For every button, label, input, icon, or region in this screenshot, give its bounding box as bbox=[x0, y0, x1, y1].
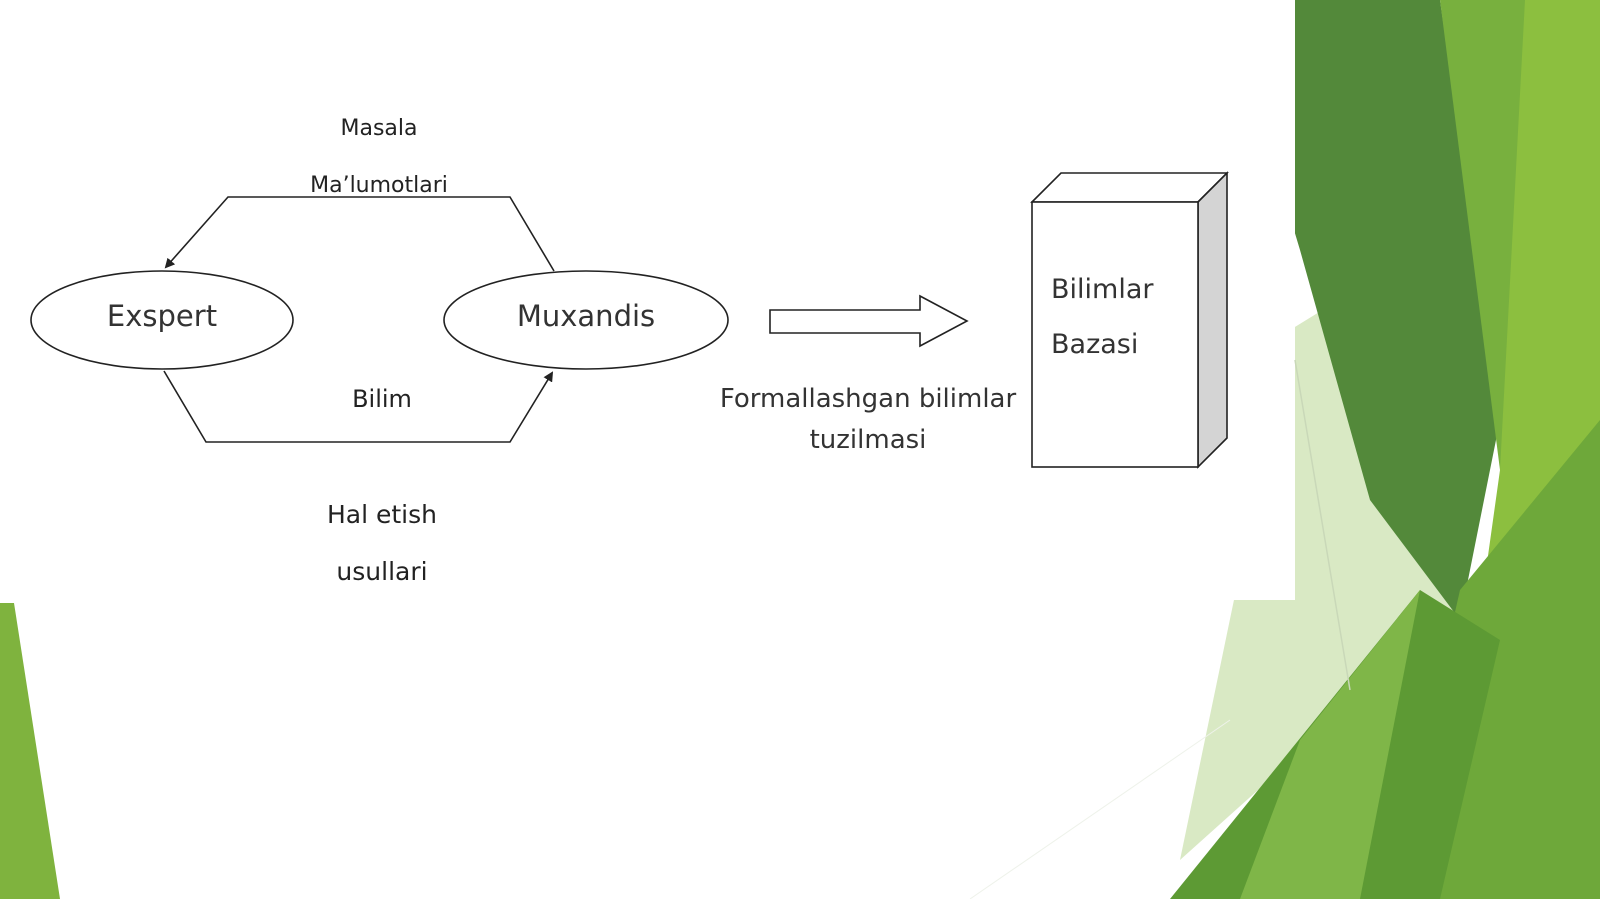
knowledge-base-side-face bbox=[1197, 171, 1228, 469]
knowledge-base-label-line2: Bazasi bbox=[1051, 329, 1139, 360]
methods-label-line2: usullari bbox=[336, 557, 428, 586]
decor-thin-line bbox=[1294, 359, 1351, 691]
problem-label-line1: Masala bbox=[340, 116, 418, 141]
decor-facet-bottom-light bbox=[1240, 590, 1420, 899]
methods-label-line1: Hal etish bbox=[326, 500, 438, 529]
knowledge-base-label-line1: Bilimlar bbox=[1051, 274, 1154, 305]
arrow-expert-to-engineer bbox=[163, 370, 554, 443]
formalization-arrow bbox=[769, 294, 969, 348]
formalized-label-line2: tuzilmasi bbox=[809, 425, 927, 455]
arrow-engineer-to-expert bbox=[164, 196, 555, 272]
problem-label-line2: Ma’lumotlari bbox=[310, 173, 448, 198]
engineer-label: Muxandis bbox=[516, 299, 656, 333]
knowledge-base-top-face bbox=[1030, 172, 1229, 203]
formalized-label-line1: Formallashgan bilimlar bbox=[719, 384, 1017, 414]
knowledge-label: Bilim bbox=[352, 385, 412, 413]
decor-facet-left bbox=[0, 603, 60, 899]
knowledge-base-front-face bbox=[1031, 201, 1199, 468]
content-panel-top-right bbox=[1200, 0, 1255, 122]
expert-label: Exspert bbox=[106, 299, 218, 333]
engineer-node bbox=[443, 270, 729, 370]
decor-thin-line-2 bbox=[969, 719, 1231, 899]
expert-node bbox=[30, 270, 294, 370]
